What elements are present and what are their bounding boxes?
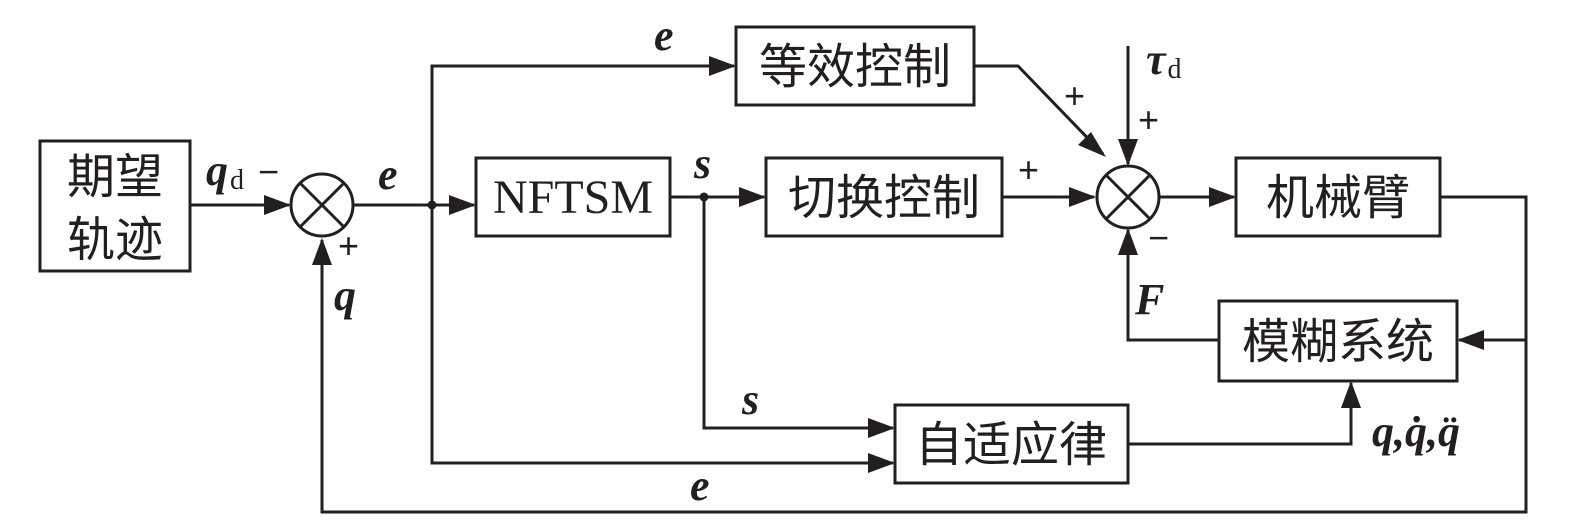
arrow-s-switch: [739, 187, 766, 207]
block-desired-line2: 轨迹: [67, 212, 163, 268]
arrow-e-nftsm: [449, 195, 476, 215]
block-robot-arm-label: 机械臂: [1266, 170, 1410, 226]
block-desired-trajectory: 期望 轨迹: [38, 139, 192, 273]
signal-q-states: q,q̇,q̈: [1372, 407, 1460, 456]
signal-e-top: e: [654, 11, 674, 60]
wire-adaptive-fuzzy: [1128, 383, 1353, 446]
arrow-tau: [1118, 139, 1138, 166]
arrow-q-sum1: [312, 238, 332, 265]
signal-F: F: [1134, 275, 1164, 324]
summing-junction-1: [289, 172, 355, 238]
wire-F: [1126, 230, 1219, 342]
summing-junction-2: [1095, 164, 1161, 230]
block-switching-label: 切换控制: [788, 170, 980, 226]
wires: [190, 46, 1528, 514]
signal-qd: qd: [206, 146, 244, 196]
arrow-F: [1118, 228, 1138, 255]
block-nftsm-label: NFTSM: [493, 171, 653, 224]
arrow-qd: [264, 195, 291, 215]
arrow-s-adaptive: [868, 418, 895, 438]
sign-sum2-bottom: −: [1148, 217, 1169, 258]
signal-s-top: s: [693, 139, 711, 188]
sign-sum1-bottom: +: [338, 225, 359, 266]
block-equivalent-label: 等效控制: [759, 39, 951, 95]
block-fuzzy-label: 模糊系统: [1242, 314, 1434, 370]
arrow-sum2-arm: [1209, 187, 1236, 207]
sign-sum2-equiv: +: [1064, 75, 1085, 116]
wire-equiv-sum2: [974, 64, 1105, 156]
signal-s-bottom: s: [741, 375, 759, 424]
block-adaptive-law: 自适应律: [893, 403, 1130, 485]
signal-e-bottom: e: [690, 461, 710, 510]
signal-tau: τd: [1146, 35, 1182, 85]
arrow-switch-sum2: [1069, 187, 1096, 207]
block-equivalent-control: 等效控制: [734, 25, 976, 107]
signal-q: q: [334, 271, 356, 320]
block-fuzzy-system: 模糊系统: [1217, 299, 1459, 383]
block-switching-control: 切换控制: [764, 156, 1004, 238]
block-adaptive-label: 自适应律: [915, 417, 1107, 473]
block-robot-arm: 机械臂: [1234, 156, 1442, 238]
block-nftsm: NFTSM: [474, 156, 672, 238]
block-desired-line1: 期望: [67, 149, 163, 205]
wire-s-adaptive: [702, 197, 893, 430]
sign-sum2-switch: +: [1018, 149, 1039, 190]
arrow-adaptive-fuzzy: [1341, 381, 1361, 408]
sign-sum1-top: −: [258, 151, 279, 192]
arrow-bus-fuzzy: [1457, 330, 1484, 350]
wire-e-equiv: [430, 64, 734, 205]
wire-e-adaptive: [430, 205, 893, 465]
arrow-e-adaptive: [868, 453, 895, 473]
arrow-e-equiv: [709, 56, 736, 76]
sign-sum2-tau: +: [1138, 99, 1159, 140]
arrow-equiv-sum2: [1078, 132, 1106, 157]
wire-arm-out: [320, 195, 1528, 514]
signal-e-main: e: [378, 150, 398, 199]
